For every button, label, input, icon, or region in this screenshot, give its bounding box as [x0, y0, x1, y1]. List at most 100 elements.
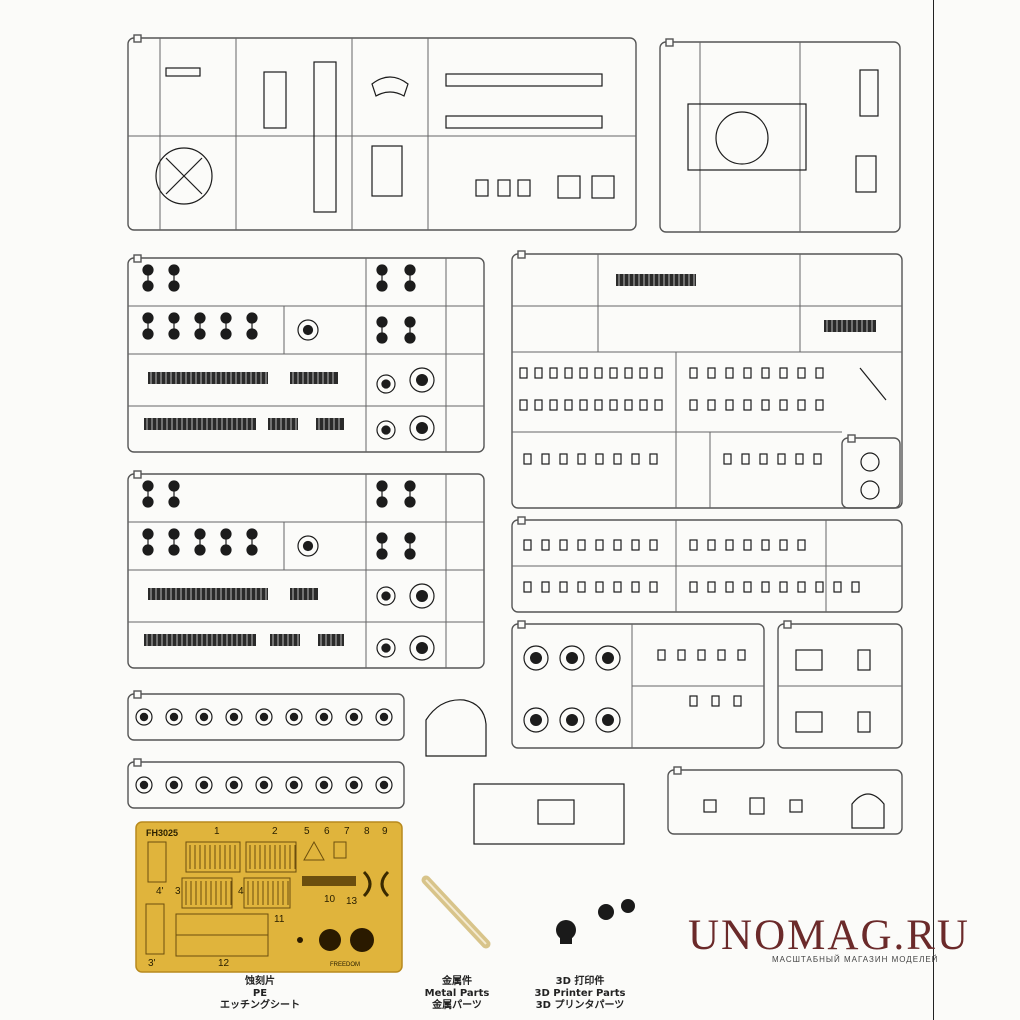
e-part [795, 649, 823, 671]
g-part [654, 367, 663, 379]
pe-grille [245, 841, 297, 873]
pe-part-number: 12 [218, 958, 230, 969]
track-strip [616, 274, 696, 286]
hull-rail-part [445, 115, 603, 129]
g-part [523, 453, 532, 465]
d-part [711, 695, 720, 707]
road-wheel [345, 708, 363, 726]
idler-wheel [409, 583, 435, 609]
road-wheel-hub [229, 780, 239, 790]
f-part [761, 539, 770, 551]
side-panel-part [263, 71, 287, 129]
idler-wheel-hub [416, 641, 429, 654]
sprue-tag [133, 34, 142, 43]
h-part [703, 799, 717, 813]
sprue-tag [847, 434, 856, 443]
d-part [733, 695, 742, 707]
g-part [519, 399, 528, 411]
printed-caption-en: 3D Printer Parts [534, 988, 626, 999]
bracket-part [591, 175, 615, 199]
track-strip [316, 418, 344, 430]
f-part [541, 581, 550, 593]
track-strip [144, 634, 256, 646]
road-wheel [135, 708, 153, 726]
road-wheel [285, 708, 303, 726]
d-part [737, 649, 746, 661]
g-part [639, 399, 648, 411]
large-wheel [595, 645, 621, 671]
hull-top-part [687, 103, 807, 171]
hatch-part [155, 147, 213, 205]
g-part [813, 453, 822, 465]
sprue-frame-a [127, 37, 637, 231]
g-part [743, 367, 752, 379]
pe-part-number: 9 [382, 826, 388, 837]
hull-rail-part [445, 73, 603, 87]
road-wheel [285, 776, 303, 794]
road-wheel [345, 776, 363, 794]
idler-wheel-hub [416, 422, 429, 435]
g-part [564, 399, 573, 411]
small-part [517, 179, 531, 197]
printed-caption-jp: 3D プリンタパーツ [535, 1000, 625, 1011]
f-part [743, 539, 752, 551]
track-strip [144, 418, 256, 430]
turret-ring-part [715, 111, 769, 165]
g-part [577, 453, 586, 465]
f-part [707, 581, 716, 593]
sprue-tag [517, 250, 526, 259]
road-wheel [375, 776, 393, 794]
pe-part-number: 7 [344, 826, 350, 837]
track-strip [270, 634, 300, 646]
e-part [857, 711, 871, 733]
road-wheel-hub [289, 712, 299, 722]
small-part [497, 179, 511, 197]
sprocket [376, 374, 396, 394]
pe-dot [297, 937, 303, 943]
large-wheel-hub [565, 651, 578, 664]
pe-grille [181, 877, 233, 909]
hull-floor-detail [537, 799, 575, 825]
g-part [624, 399, 633, 411]
f-part [613, 581, 622, 593]
f-part [559, 581, 568, 593]
g-part [795, 453, 804, 465]
pe-caption-cn: 蚀刻片 [245, 976, 275, 987]
pe-bracket [362, 870, 390, 898]
sprocket-hub [381, 643, 391, 653]
idler-wheel-hub [416, 374, 429, 387]
page-border-line [933, 0, 934, 1020]
g-part [743, 399, 752, 411]
pe-part-number: 2 [272, 826, 278, 837]
towing-part [165, 67, 201, 77]
sprue-tag [517, 516, 526, 525]
sprue-frame-wheels-2 [127, 761, 405, 809]
road-wheel [225, 708, 243, 726]
turret-ring-part-hub [302, 324, 314, 336]
f-part [851, 581, 860, 593]
small-sprue-part [860, 452, 880, 472]
f-part [743, 581, 752, 593]
sprue-tag [133, 470, 142, 479]
f-part [689, 581, 698, 593]
g-part [609, 399, 618, 411]
idler-wheel [409, 367, 435, 393]
printed-caption: 3D 打印件 3D Printer Parts 3D プリンタパーツ [520, 976, 640, 1012]
g-part [689, 367, 698, 379]
printed-caption-cn: 3D 打印件 [555, 976, 605, 987]
g-part [609, 367, 618, 379]
large-wheel-hub [529, 651, 542, 664]
road-wheel-hub [379, 712, 389, 722]
road-wheel [255, 776, 273, 794]
sprocket [376, 586, 396, 606]
h-part-cover [851, 793, 885, 829]
f-part [523, 539, 532, 551]
g-part [761, 399, 770, 411]
large-wheel [595, 707, 621, 733]
f-part [577, 581, 586, 593]
h-part [749, 797, 765, 815]
d-part [717, 649, 726, 661]
box-part [371, 145, 403, 197]
pe-disc [350, 928, 374, 952]
road-wheel [315, 708, 333, 726]
